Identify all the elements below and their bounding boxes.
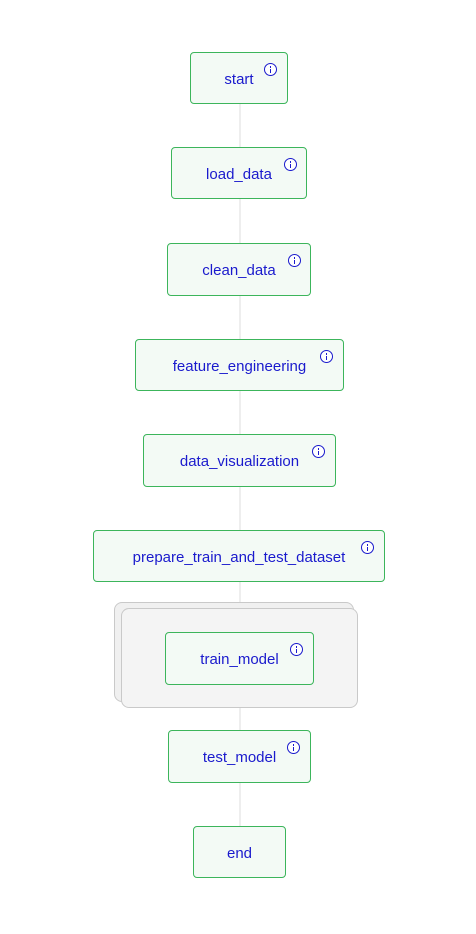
node-clean-data[interactable]: clean_data xyxy=(167,243,311,296)
node-load-data[interactable]: load_data xyxy=(171,147,307,199)
node-label: start xyxy=(224,70,254,88)
node-label: prepare_train_and_test_dataset xyxy=(132,548,346,566)
node-label: data_visualization xyxy=(179,453,300,470)
info-circle-icon[interactable] xyxy=(290,643,303,656)
node-label: test_model xyxy=(202,749,277,766)
info-circle-icon[interactable] xyxy=(320,350,333,363)
info-circle-icon[interactable] xyxy=(288,254,301,267)
node-label: clean_data xyxy=(202,262,276,279)
node-label: load_data xyxy=(206,165,272,183)
node-label: feature_engineering xyxy=(172,357,307,375)
node-prepare-train-and-test-dataset[interactable]: prepare_train_and_test_dataset xyxy=(93,530,385,582)
info-circle-icon[interactable] xyxy=(264,63,277,76)
info-circle-icon[interactable] xyxy=(312,445,325,458)
info-circle-icon[interactable] xyxy=(287,741,300,754)
info-circle-icon[interactable] xyxy=(284,158,297,171)
node-start[interactable]: start xyxy=(190,52,288,104)
node-label: train_model xyxy=(200,651,279,668)
node-label: end xyxy=(226,844,253,862)
node-data-visualization[interactable]: data_visualization xyxy=(143,434,336,487)
node-train-model[interactable]: train_model xyxy=(165,632,314,685)
node-feature-engineering[interactable]: feature_engineering xyxy=(135,339,344,391)
node-end[interactable]: end xyxy=(193,826,286,878)
info-circle-icon[interactable] xyxy=(361,541,374,554)
node-test-model[interactable]: test_model xyxy=(168,730,311,783)
